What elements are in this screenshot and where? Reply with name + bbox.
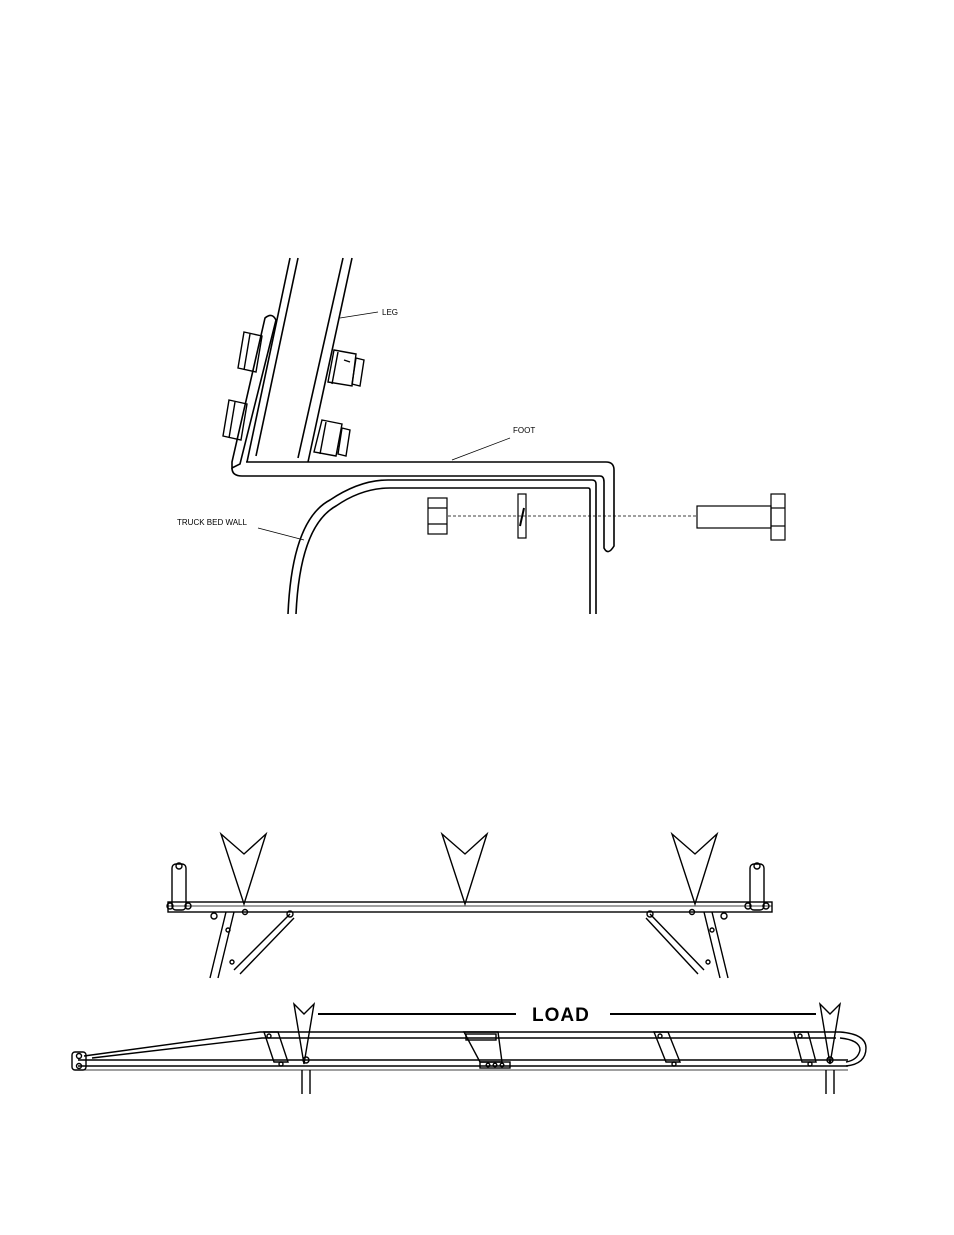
load-arrow-right: [672, 834, 717, 904]
load-arrow-side-left: [294, 1004, 314, 1064]
nut: [428, 498, 447, 534]
truck-bed-wall-inner: [296, 488, 590, 614]
leg-leader: [340, 312, 378, 318]
truck-bed-wall: [288, 480, 596, 614]
truck-bed-wall-leader: [258, 528, 304, 540]
left-legs: [210, 911, 294, 978]
truck-bed-wall-label: TRUCK BED WALL: [177, 518, 247, 527]
front-hoop: [840, 1032, 866, 1066]
left-end-stop: [167, 863, 191, 910]
rack-front-view: [167, 834, 772, 978]
rack-side-view: [72, 1004, 866, 1094]
foot-label: FOOT: [513, 426, 535, 435]
load-arrow-side-right: [820, 1004, 840, 1064]
bolt: [697, 494, 785, 540]
left-bolt-heads: [223, 332, 262, 440]
right-end-stop: [745, 863, 769, 910]
right-legs: [646, 911, 728, 978]
side-legs: [302, 1057, 834, 1094]
leg-label: LEG: [382, 308, 398, 317]
load-arrow-left: [221, 834, 266, 904]
crossbar: [168, 902, 772, 912]
foot-bracket: [232, 462, 614, 552]
foot-leader: [452, 438, 510, 460]
load-label: LOAD: [532, 1005, 590, 1026]
load-arrow-center: [442, 834, 487, 904]
mounting-detail: [223, 258, 785, 614]
rear-end-cap: [72, 1052, 86, 1070]
